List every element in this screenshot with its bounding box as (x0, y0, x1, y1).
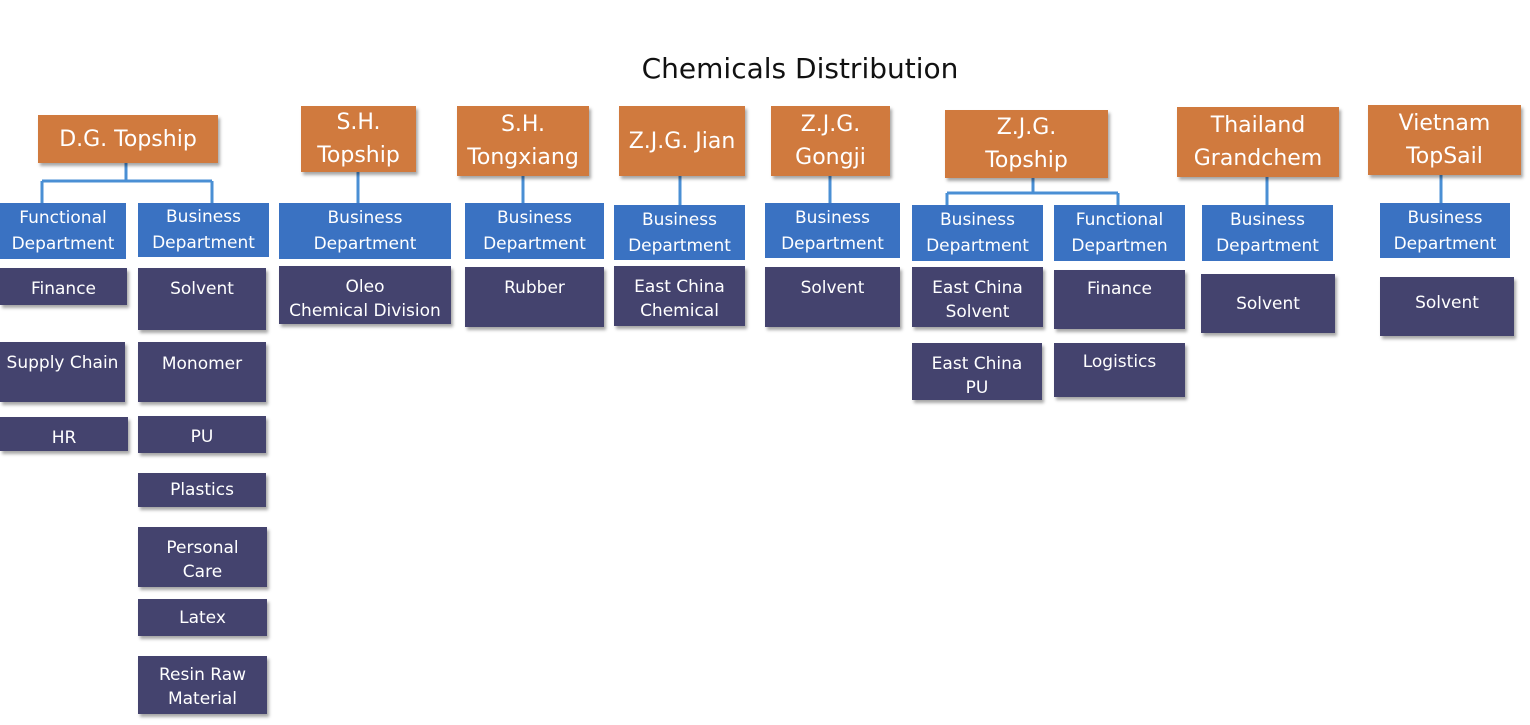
unit-dg-personal-care: Personal Care Chemicals (138, 527, 267, 587)
unit-dg-latex: Latex (138, 599, 267, 636)
unit-zjggongji-solvent: Solvent (765, 267, 900, 327)
unit-dg-finance: Finance (0, 268, 127, 305)
unit-dg-solvent: Solvent (138, 268, 266, 330)
unit-zjgtopship-east-china-solvent: East China Solvent (912, 267, 1043, 327)
company-sh-tongxiang: S.H. Tongxiang (457, 106, 589, 176)
connector (40, 162, 214, 203)
dept-thailand-business: Business Department (1202, 205, 1333, 261)
company-zjg-gongji: Z.J.G. Gongji (771, 106, 890, 176)
unit-dg-hr: HR (0, 417, 128, 451)
dept-zjgtopship-business: Business Department (912, 205, 1043, 261)
connector (945, 178, 1120, 205)
unit-dg-supply-chain: Supply Chain (0, 342, 125, 402)
unit-thailand-solvent: Solvent (1201, 274, 1335, 333)
unit-dg-plastics: Plastics (138, 473, 266, 507)
dept-dg-functional: Functional Department (0, 203, 126, 259)
dept-shtongxiang-business: Business Department (465, 203, 604, 259)
unit-vietnam-solvent: Solvent (1380, 277, 1514, 336)
unit-zjgtopship-finance: Finance (1054, 270, 1185, 329)
unit-zjgjian-east-china-chemical: East China Chemical (614, 266, 745, 326)
unit-shtongxiang-rubber: Rubber (465, 267, 604, 327)
dept-zjggongji-business: Business Department (765, 203, 900, 258)
unit-dg-monomer: Monomer (138, 342, 266, 402)
dept-zjgjian-business: Business Department (614, 205, 745, 260)
company-zjg-topship: Z.J.G. Topship (945, 110, 1108, 178)
company-vietnam-topsail: Vietnam TopSail (1368, 105, 1521, 175)
company-dg-topship: D.G. Topship (38, 115, 218, 163)
unit-dg-resin-raw-material: Resin Raw Material (138, 656, 267, 714)
unit-zjgtopship-east-china-pu: East China PU (912, 343, 1042, 400)
company-sh-topship: S.H. Topship (301, 106, 416, 172)
dept-dg-business: Business Department (138, 203, 269, 257)
company-zjg-jian: Z.J.G. Jian (619, 106, 745, 176)
diagram-title: Chemicals Distribution (641, 52, 959, 85)
dept-zjgtopship-functional: Functional Departmen (1054, 205, 1185, 261)
company-thailand-grandchem: Thailand Grandchem (1177, 107, 1339, 177)
dept-vietnam-business: Business Department (1380, 203, 1510, 258)
dept-shtopship-business: Business Department (279, 203, 451, 259)
unit-zjgtopship-logistics: Logistics (1054, 343, 1185, 397)
unit-shtopship-oleo: Oleo Chemical Division (279, 266, 451, 324)
unit-dg-pu: PU (138, 416, 266, 453)
